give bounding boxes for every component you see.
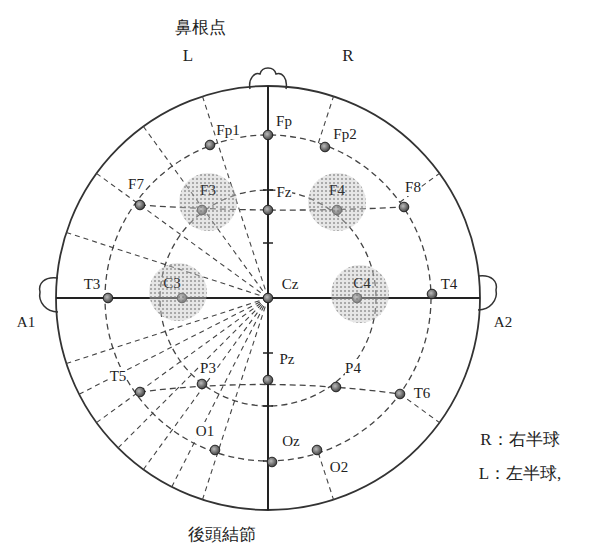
electrode-label: P3: [200, 359, 216, 377]
electrode-dot: [399, 202, 409, 212]
electrode-dot: [267, 457, 277, 467]
head-outline: [56, 86, 480, 510]
electrode-label: Fz: [277, 183, 292, 201]
electrode-label: Fp1: [216, 121, 239, 139]
electrode-label: T4: [441, 275, 458, 293]
electrode-label: F8: [405, 178, 421, 196]
electrode-label: T5: [110, 367, 127, 385]
landmark-label: 鼻根点: [175, 18, 226, 38]
electrode-dot: [103, 293, 113, 303]
electrode-dot: [395, 389, 405, 399]
electrode-region: F3: [179, 173, 237, 231]
electrode-label: F7: [128, 175, 144, 193]
electrode-dot: [197, 379, 207, 389]
electrode-dot: [320, 142, 330, 152]
electrode-dot: [263, 130, 273, 140]
electrode-dot: [263, 293, 273, 303]
axis-ticks: [263, 135, 273, 461]
hemisphere-mark: L: [183, 46, 193, 66]
electrode-label: O2: [330, 458, 348, 476]
legend-note: R：右半球: [480, 430, 559, 450]
electrode-dot: [263, 205, 273, 215]
electrode-region: F4: [308, 173, 366, 231]
landmark-label: 後頭結節: [188, 525, 256, 545]
electrode-label: Fp2: [333, 125, 356, 143]
electrode-dot: [331, 382, 341, 392]
electrode-label: P4: [345, 359, 361, 377]
legend-note: L：左半球,: [479, 464, 562, 484]
electrode-label: T6: [414, 384, 431, 402]
electrode-label: T3: [84, 275, 101, 293]
electrode-dot: [312, 445, 322, 455]
electrode-label: A1: [17, 313, 35, 331]
electrode-label: Fp: [276, 112, 292, 130]
hemisphere-mark: R: [342, 46, 353, 66]
electrode-dot: [135, 387, 145, 397]
electrode-label: Oz: [282, 432, 300, 450]
electrode-label: F4: [329, 182, 345, 199]
electrode-dot: [427, 289, 437, 299]
electrode-label: A2: [494, 313, 512, 331]
electrode-label: F3: [200, 182, 216, 199]
electrode-dot: [205, 140, 215, 150]
electrode-label: Cz: [282, 275, 299, 293]
electrode-label: Pz: [280, 350, 295, 368]
electrode-region: C4: [331, 265, 389, 323]
electrode-label: O1: [196, 422, 214, 440]
electrode-dot: [135, 200, 145, 210]
electrode-label: C3: [163, 275, 181, 292]
electrode-dots: [103, 130, 437, 467]
electrode-label: C4: [353, 275, 371, 292]
electrode-region: C3: [149, 263, 207, 321]
electrode-dot: [210, 445, 220, 455]
electrode-dot: [263, 375, 273, 385]
